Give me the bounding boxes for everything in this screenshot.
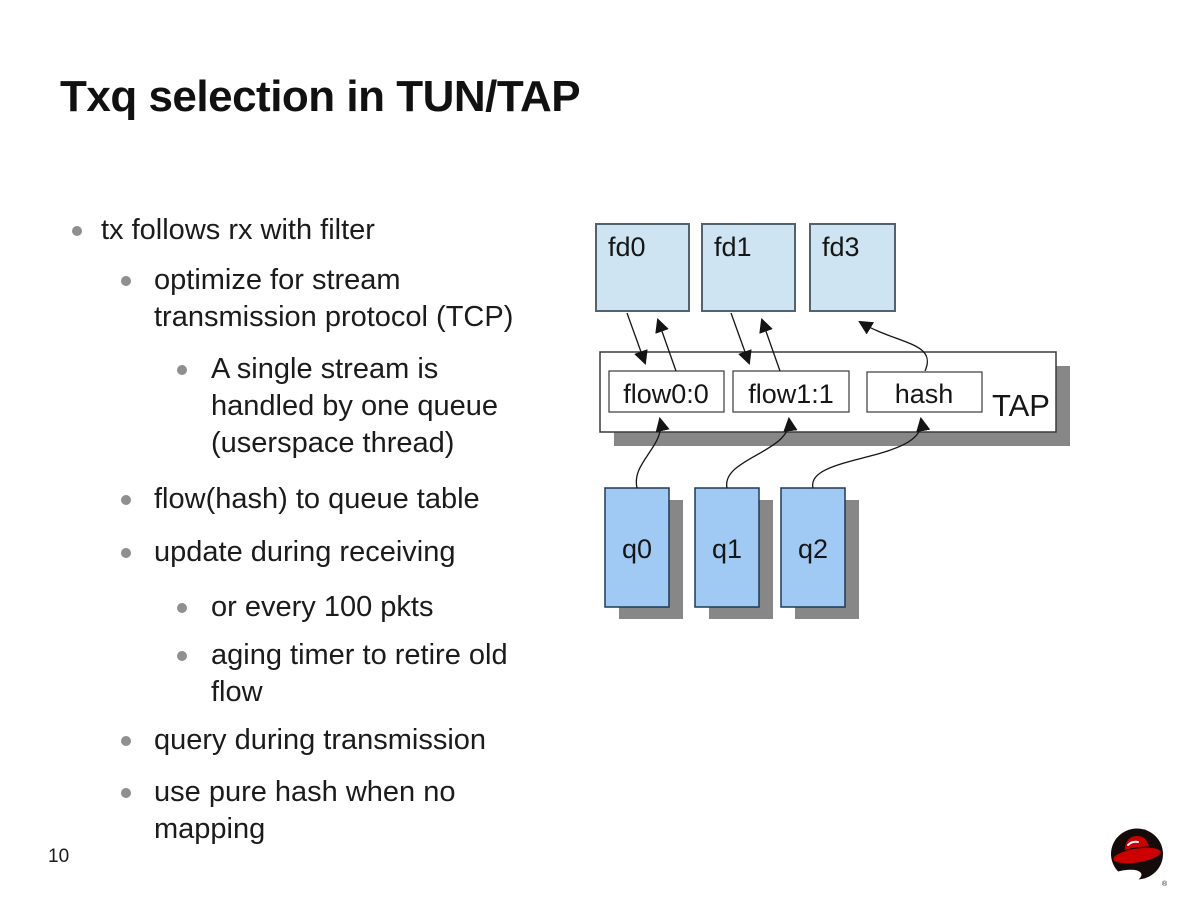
bullet-text: A single stream is handled by one queue … bbox=[211, 353, 499, 459]
bullet-item: flow(hash) to queue table bbox=[121, 481, 480, 518]
bullet-icon bbox=[177, 365, 187, 375]
bullet-text: or every 100 pkts bbox=[211, 591, 434, 623]
bullet-item: tx follows rx with filter bbox=[72, 212, 375, 249]
bullet-item: or every 100 pkts bbox=[177, 589, 433, 626]
flow0-box bbox=[608, 370, 725, 413]
flow1-box bbox=[732, 370, 850, 413]
page-number: 10 bbox=[48, 846, 70, 867]
q0-box bbox=[604, 487, 670, 608]
bullet-item: update during receiving bbox=[121, 534, 455, 571]
bullet-text: optimize for stream transmission protoco… bbox=[154, 264, 514, 333]
hash-label: hash bbox=[895, 379, 954, 409]
hash-to-fd3-arrow bbox=[858, 320, 928, 372]
flow0-label: flow0:0 bbox=[623, 379, 709, 409]
q2-to-hash-arrow bbox=[812, 416, 931, 489]
hat-brim bbox=[1112, 846, 1162, 865]
bullet-text: aging timer to retire old flow bbox=[211, 639, 508, 708]
bullet-icon bbox=[177, 651, 187, 661]
bullet-item: optimize for stream transmission protoco… bbox=[121, 262, 513, 336]
bullet-text: update during receiving bbox=[154, 536, 456, 568]
redhat-logo: ® bbox=[1104, 828, 1168, 889]
bullet-text: use pure hash when no mapping bbox=[154, 776, 456, 845]
q0-label: q0 bbox=[622, 534, 652, 564]
q1-box bbox=[694, 487, 760, 608]
registered-mark: ® bbox=[1162, 880, 1168, 888]
fd1-to-flow1-arrow bbox=[730, 312, 752, 366]
flow1-to-fd1-arrow bbox=[759, 317, 781, 372]
q2-box bbox=[780, 487, 846, 608]
fd3-box bbox=[809, 223, 896, 312]
bullet-icon bbox=[121, 736, 131, 746]
fd1-box bbox=[701, 223, 796, 312]
bullet-item: query during transmission bbox=[121, 722, 486, 759]
bullet-icon bbox=[72, 226, 82, 236]
bullet-icon bbox=[121, 548, 131, 558]
bullet-text: tx follows rx with filter bbox=[101, 214, 375, 246]
fd1-label: fd1 bbox=[714, 232, 752, 262]
hash-box bbox=[866, 371, 983, 413]
bullet-icon bbox=[177, 603, 187, 613]
bullet-text: query during transmission bbox=[154, 724, 487, 756]
bullet-icon bbox=[121, 495, 131, 505]
collar-cut bbox=[1104, 869, 1142, 889]
flow0-to-fd0-arrow bbox=[655, 317, 677, 372]
bullet-icon bbox=[121, 788, 131, 798]
bullet-item: aging timer to retire old flow bbox=[177, 637, 508, 711]
q2-label: q2 bbox=[798, 534, 828, 564]
slide-title: Txq selection in TUN/TAP bbox=[60, 72, 581, 121]
fd0-label: fd0 bbox=[608, 232, 646, 262]
bullet-icon bbox=[121, 276, 131, 286]
fd0-to-flow0-arrow bbox=[626, 312, 648, 366]
bullet-item: A single stream is handled by one queue … bbox=[177, 351, 498, 462]
hat-highlight bbox=[1127, 840, 1139, 846]
bullet-item: use pure hash when no mapping bbox=[121, 774, 456, 848]
tap-label: TAP bbox=[992, 388, 1050, 423]
q0-to-flow0-arrow bbox=[635, 416, 670, 489]
q1-label: q1 bbox=[712, 534, 742, 564]
fd3-label: fd3 bbox=[822, 232, 860, 262]
fd0-box bbox=[595, 223, 690, 312]
q1-to-flow1-arrow bbox=[726, 416, 798, 489]
bullet-text: flow(hash) to queue table bbox=[154, 483, 480, 515]
flow1-label: flow1:1 bbox=[748, 379, 834, 409]
